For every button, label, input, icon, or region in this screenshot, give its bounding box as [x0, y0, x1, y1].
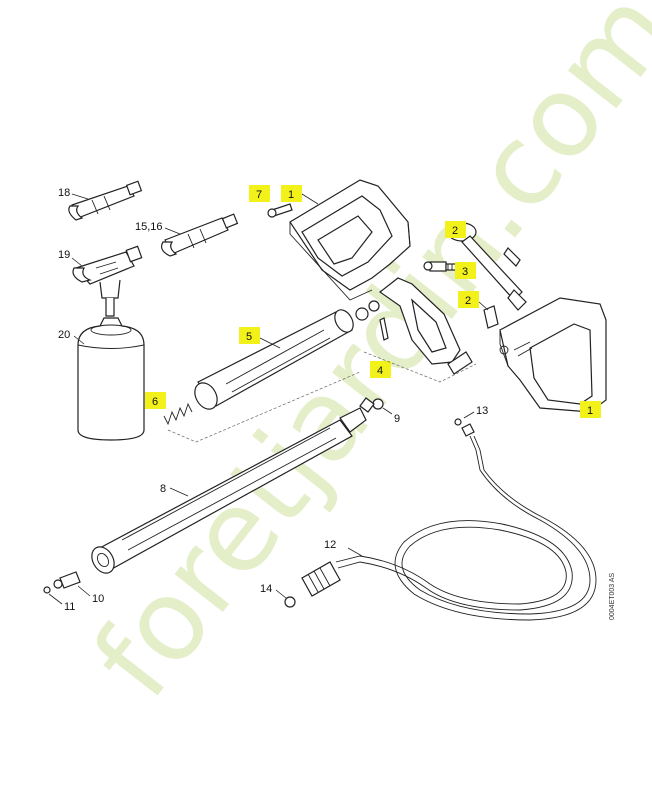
part-1-handle-shell: [289, 179, 411, 301]
part-1-gun-housing: [499, 297, 607, 413]
part-6-spring: [163, 402, 193, 426]
part-11-oring: [43, 586, 51, 594]
callout-20: 20: [58, 329, 70, 341]
part-18-nozzle: [68, 180, 143, 221]
callout-1b-highlight: [580, 401, 601, 418]
callout-5-highlight: [239, 327, 260, 344]
callout-3: 3: [462, 266, 468, 278]
drawing-code-text: 0004ET003 AS: [609, 573, 616, 620]
callout-2b-highlight: [458, 291, 479, 308]
callout-3-highlight: [455, 262, 476, 279]
callout-13: 13: [476, 405, 488, 417]
part-2-clip: [483, 305, 499, 329]
callout-4-highlight: [370, 361, 391, 378]
callout-19: 19: [58, 249, 70, 261]
part-4-handle-half: [378, 277, 473, 375]
callout-7: 7: [256, 189, 262, 201]
callout-7-highlight: [249, 185, 270, 202]
part-7-screw: [267, 203, 293, 218]
callout-11: 11: [64, 601, 75, 613]
callout-15-16: 15,16: [135, 221, 163, 233]
part-10-adapter: [53, 571, 81, 589]
callout-12: 12: [324, 539, 336, 551]
part-14-coupling: [284, 561, 341, 608]
part-12-hose: [335, 435, 597, 621]
part-5-tube-housing: [194, 300, 380, 410]
callout-5: 5: [246, 331, 252, 343]
callout-4: 4: [377, 365, 383, 377]
callout-18: 18: [58, 187, 70, 199]
callout-9: 9: [394, 413, 400, 425]
callout-8: 8: [160, 483, 166, 495]
drawing-code: 0004ET003 AS: [609, 573, 616, 620]
callout-1b: 1: [587, 405, 593, 417]
callout-2a-highlight: [445, 221, 466, 238]
part-13-hose-end: [454, 418, 475, 437]
part-8-lance: [91, 397, 375, 574]
callout-1a: 1: [288, 189, 294, 201]
callout-14: 14: [260, 583, 272, 595]
callout-6-highlight: [145, 392, 166, 409]
part-15-16-nozzle: [160, 213, 239, 257]
part-19-foam-nozzle: [72, 245, 143, 317]
callout-1a-highlight: [281, 185, 302, 202]
callout-2a: 2: [452, 225, 458, 237]
callout-2b: 2: [465, 295, 471, 307]
callout-6: 6: [152, 396, 158, 408]
part-20-bottle: [77, 317, 145, 441]
callout-10: 10: [92, 593, 104, 605]
